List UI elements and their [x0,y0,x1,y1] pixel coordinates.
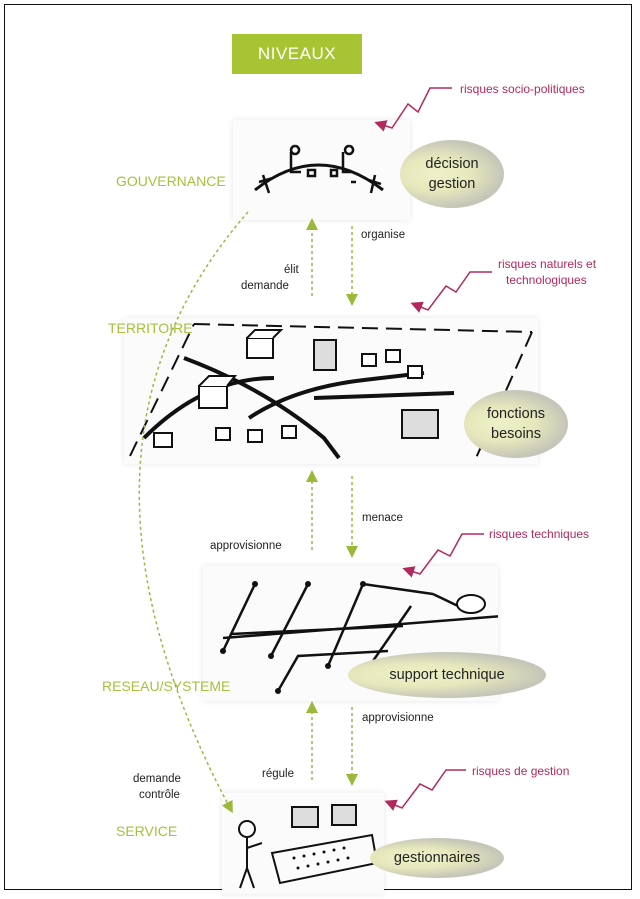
risk-naturels-line2: technologiques [506,273,587,287]
ellipse-text-gestionnaires: gestionnaires [393,850,481,866]
arrow-demande-controle [138,211,249,814]
level-service: SERVICE [116,823,178,839]
panel-gouvernance [233,120,410,220]
panel-service [222,793,384,894]
level-reseau: RESEAU/SYSTEME [102,678,231,694]
sketch-gouvernance [254,144,384,194]
ellipse-support-technique: support technique [348,652,546,698]
risk-techniques: risques techniques [489,527,590,541]
title-niveaux: NIVEAUX [232,34,362,74]
relation-demande-controle-line2: contrôle [139,789,180,801]
level-gouvernance: GOUVERNANCE [116,173,226,189]
level-territoire: TERRITOIRE [108,320,193,336]
risk-arrow-socio [374,87,452,132]
risk-socio-politiques: risques socio-politiques [460,82,585,96]
risk-arrow-techniques [402,533,484,578]
ellipse-fonctions-besoins: fonctions besoins [464,390,568,458]
relation-regule: régule [262,768,294,780]
ellipse-decision-gestion: décision gestion [400,140,504,208]
ellipse-gestionnaires: gestionnaires [370,838,504,878]
ellipse-text-fonctions: fonctions [486,406,546,422]
relation-approvisionne-right: approvisionne [362,712,434,724]
relation-elit: élit [284,264,299,276]
risk-naturels-line1: risques naturels et [498,257,597,271]
relation-menace: menace [362,512,403,524]
risk-arrow-gestion [384,769,466,811]
relation-organise: organise [361,229,406,241]
sketch-territoire [129,323,533,460]
risk-arrow-naturels [410,271,492,313]
relation-demande-controle-line1: demande [133,773,181,785]
ellipse-text-support: support technique [389,667,505,683]
relation-approvisionne-left: approvisionne [210,540,282,552]
sketch-service [238,804,379,889]
sketch-reseau [220,581,504,694]
relation-demande: demande [241,280,289,292]
ellipse-text-besoins: besoins [491,426,541,442]
ellipse-text-decision: décision [425,156,479,172]
ellipse-text-gestion: gestion [428,176,476,192]
risk-gestion: risques de gestion [472,764,570,778]
